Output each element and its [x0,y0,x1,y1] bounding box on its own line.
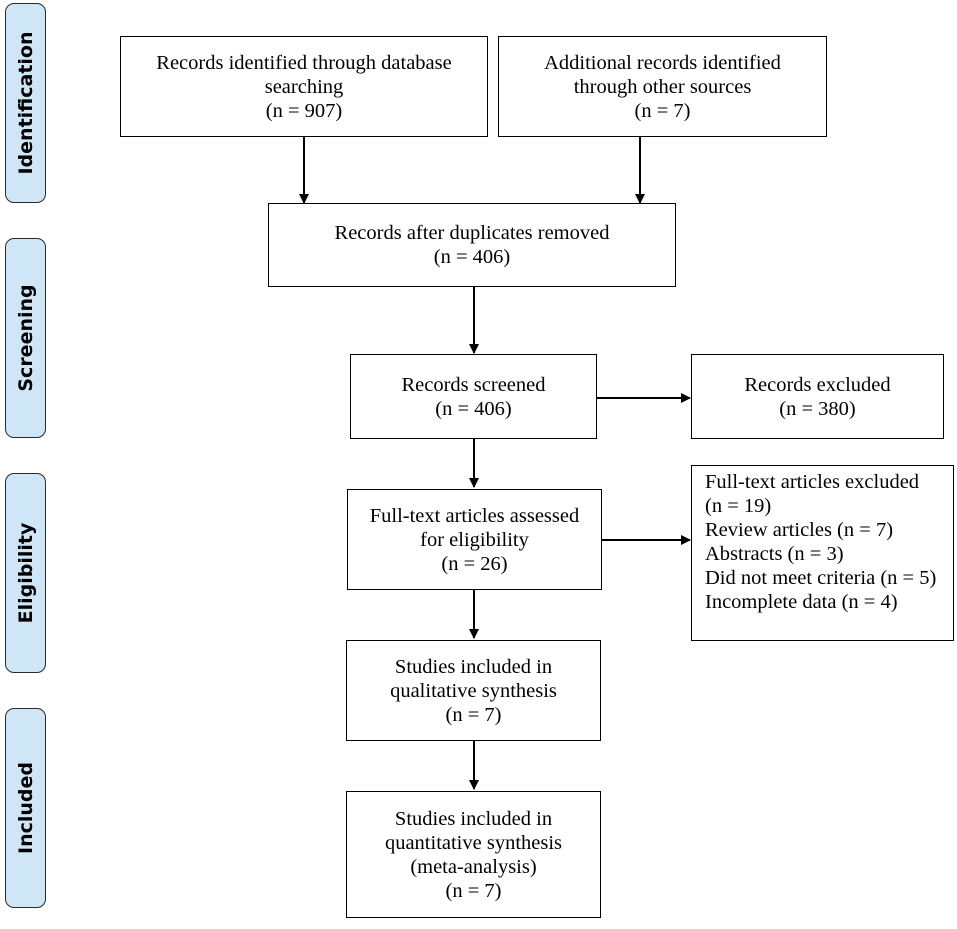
exclusion-reason: Incomplete data (n = 4) [705,591,898,613]
full-text-assessed-text: for eligibility [420,528,529,551]
box-qualitative-synthesis: Studies included in qualitative synthesi… [346,640,601,741]
phase-eligibility: Eligibility [5,473,46,673]
box-records-excluded: Records excluded (n = 380) [691,354,944,439]
box-duplicates-removed: Records after duplicates removed (n = 40… [268,203,676,287]
full-text-assessed-text: Full-text articles assessed [369,504,580,527]
quantitative-text: quantitative synthesis [384,831,563,854]
quantitative-count: (n = 7) [445,879,502,902]
other-sources-count: (n = 7) [634,99,691,122]
quantitative-text: Studies included in [394,807,553,830]
full-text-assessed-count: (n = 26) [441,552,508,575]
qualitative-count: (n = 7) [445,703,502,726]
records-excluded-text: Records excluded [744,373,891,396]
phase-included: Included [5,708,46,908]
other-sources-text: through other sources [573,75,752,98]
phase-identification: Identification [5,3,46,203]
duplicates-removed-text: Records after duplicates removed [334,222,610,244]
records-screened-count: (n = 406) [435,397,512,420]
quantitative-text: (meta-analysis) [410,855,537,878]
box-records-screened: Records screened (n = 406) [350,354,597,439]
qualitative-text: qualitative synthesis [390,679,557,702]
records-screened-text: Records screened [401,373,546,396]
database-search-text: Records identified through database [156,51,452,74]
phase-screening: Screening [5,238,46,438]
records-excluded-count: (n = 380) [779,397,856,420]
qualitative-text: Studies included in [394,655,553,678]
database-search-text: searching [264,75,344,98]
duplicates-removed-count: (n = 406) [433,246,511,268]
full-text-excluded-heading: Full-text articles excluded [705,471,920,493]
full-text-excluded-count: (n = 19) [705,495,772,517]
exclusion-reason: Abstracts (n = 3) [705,543,844,565]
exclusion-reason: Review articles (n = 7) [705,519,894,541]
other-sources-text: Additional records identified [544,51,781,74]
box-full-text-excluded: Full-text articles excluded (n = 19) Rev… [691,465,954,641]
box-full-text-assessed: Full-text articles assessed for eligibil… [347,489,602,590]
box-database-search: Records identified through database sear… [120,36,488,137]
box-other-sources: Additional records identified through ot… [498,36,827,137]
database-search-count: (n = 907) [265,99,343,122]
exclusion-reason: Did not meet criteria (n = 5) [705,567,937,589]
box-quantitative-synthesis: Studies included in quantitative synthes… [346,791,601,918]
